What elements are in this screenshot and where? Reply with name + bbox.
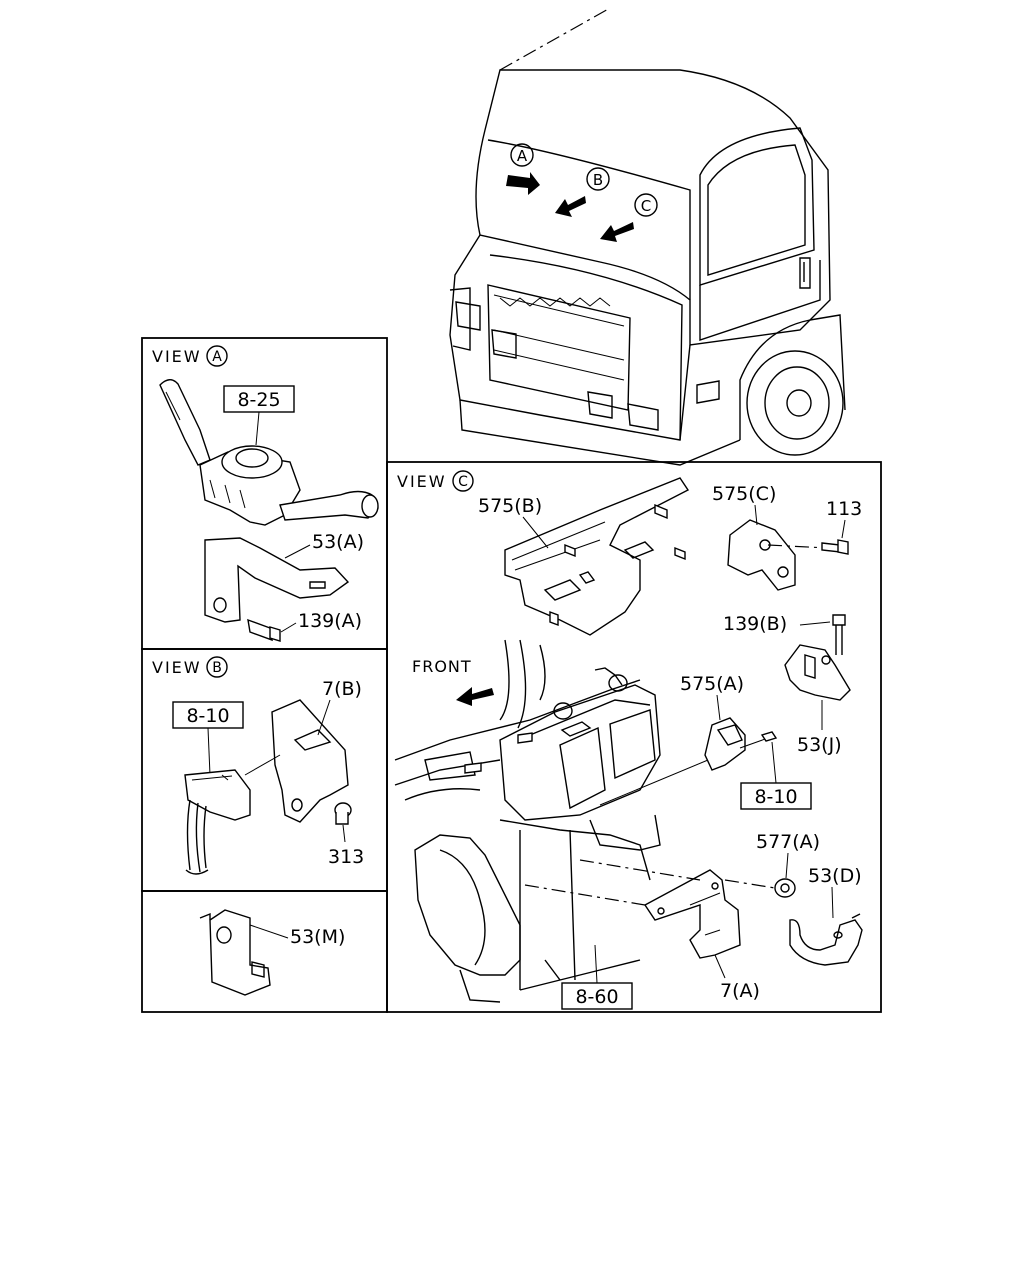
arrow-c-icon bbox=[600, 222, 634, 242]
svg-text:53(J): 53(J) bbox=[797, 734, 842, 756]
callout-8-25: 8-25 bbox=[223, 385, 295, 446]
callout-8-10-view-c: 8-10 bbox=[740, 741, 812, 810]
callout-575b: 575(B) bbox=[478, 495, 549, 549]
bracket-575b bbox=[504, 477, 690, 636]
svg-text:53(D): 53(D) bbox=[808, 865, 862, 887]
svg-text:VIEW: VIEW bbox=[152, 658, 202, 677]
view-a-title: VIEW A bbox=[152, 345, 228, 367]
combination-switch bbox=[159, 379, 379, 526]
callout-575a: 575(A) bbox=[680, 673, 744, 721]
svg-text:575(B): 575(B) bbox=[478, 495, 542, 517]
svg-text:8-10: 8-10 bbox=[754, 786, 797, 808]
svg-text:53(M): 53(M) bbox=[290, 926, 345, 948]
svg-text:8-60: 8-60 bbox=[575, 986, 618, 1008]
front-direction-label: FRONT bbox=[412, 657, 494, 706]
callout-53a: 53(A) bbox=[284, 531, 364, 559]
svg-text:139(A): 139(A) bbox=[298, 610, 362, 632]
callout-7b: 7(B) bbox=[317, 678, 362, 736]
nut-577a bbox=[774, 878, 796, 898]
bracket-53a bbox=[204, 537, 350, 623]
callout-139a: 139(A) bbox=[280, 610, 362, 633]
svg-text:113: 113 bbox=[826, 498, 862, 520]
svg-text:A: A bbox=[212, 349, 222, 365]
svg-text:B: B bbox=[593, 171, 603, 189]
arrow-a-icon bbox=[506, 172, 540, 195]
callout-113: 113 bbox=[826, 498, 862, 539]
view-b-title: VIEW B bbox=[152, 656, 228, 678]
svg-text:VIEW: VIEW bbox=[397, 472, 447, 491]
bolt-113 bbox=[821, 539, 849, 555]
front-arrow-icon bbox=[456, 687, 494, 706]
view-marker-c: C bbox=[634, 193, 658, 217]
view-c-panel bbox=[386, 461, 882, 1013]
callout-8-10-view-b: 8-10 bbox=[172, 701, 244, 776]
svg-text:B: B bbox=[212, 660, 222, 676]
view-c-title: VIEW C bbox=[397, 470, 474, 492]
callout-577a: 577(A) bbox=[756, 831, 820, 879]
relay-connector bbox=[184, 769, 251, 875]
svg-text:8-25: 8-25 bbox=[237, 389, 280, 411]
svg-text:8-10: 8-10 bbox=[186, 705, 229, 727]
bracket-7b bbox=[244, 699, 349, 823]
svg-text:7(B): 7(B) bbox=[322, 678, 362, 700]
svg-text:7(A): 7(A) bbox=[720, 980, 760, 1002]
callout-53j: 53(J) bbox=[797, 700, 842, 756]
callout-139b: 139(B) bbox=[723, 613, 831, 635]
svg-text:C: C bbox=[458, 474, 468, 490]
bolt-139b bbox=[832, 614, 846, 655]
callout-53m: 53(M) bbox=[249, 924, 345, 948]
svg-text:C: C bbox=[641, 197, 651, 215]
bracket-53d bbox=[789, 913, 863, 966]
svg-text:139(B): 139(B) bbox=[723, 613, 787, 635]
callout-7a: 7(A) bbox=[714, 954, 760, 1002]
svg-text:A: A bbox=[517, 147, 528, 165]
truck-cab-illustration: A B C bbox=[449, 7, 846, 466]
svg-text:FRONT: FRONT bbox=[412, 657, 472, 676]
control-unit-box bbox=[464, 674, 661, 821]
bolt-139a bbox=[247, 618, 281, 642]
bolt-313 bbox=[334, 802, 352, 825]
view-marker-b: B bbox=[586, 167, 610, 191]
svg-text:53(A): 53(A) bbox=[312, 531, 364, 553]
bracket-7a bbox=[524, 859, 776, 959]
callout-8-60: 8-60 bbox=[561, 944, 633, 1010]
svg-text:313: 313 bbox=[328, 846, 364, 868]
svg-text:575(C): 575(C) bbox=[712, 483, 776, 505]
bracket-53j bbox=[784, 644, 851, 701]
callout-313: 313 bbox=[328, 824, 364, 868]
engine-block bbox=[414, 814, 661, 1003]
bracket-53m-panel bbox=[141, 890, 388, 1013]
bracket-575c bbox=[727, 519, 829, 591]
bracket-53m bbox=[199, 909, 271, 996]
svg-text:575(A): 575(A) bbox=[680, 673, 744, 695]
arrow-b-icon bbox=[555, 196, 586, 217]
view-marker-a: A bbox=[510, 143, 534, 167]
callout-575c: 575(C) bbox=[712, 483, 776, 526]
bracket-575a bbox=[599, 717, 778, 806]
svg-text:577(A): 577(A) bbox=[756, 831, 820, 853]
callout-53d: 53(D) bbox=[808, 865, 862, 919]
svg-text:VIEW: VIEW bbox=[152, 347, 202, 366]
